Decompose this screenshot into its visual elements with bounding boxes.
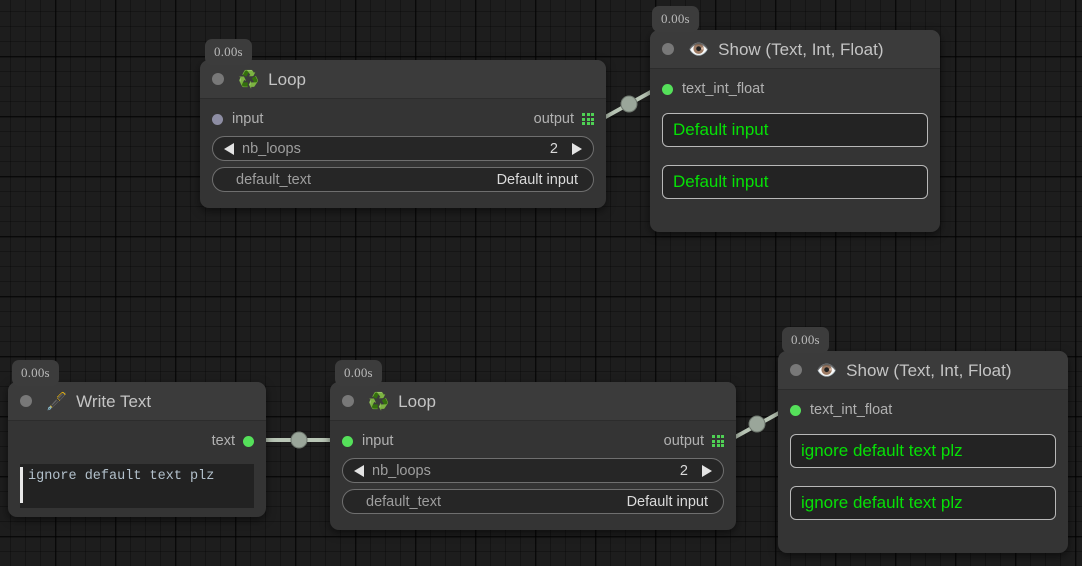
- node-title: Show (Text, Int, Float): [846, 360, 1012, 380]
- text-input-area[interactable]: ignore default text plz: [20, 464, 254, 508]
- eye-icon: 👁️: [816, 360, 838, 380]
- output-value-box: Default input: [662, 113, 928, 147]
- port-row: text_int_float: [662, 78, 928, 100]
- field-label: default_text: [236, 171, 311, 188]
- port-row: input output: [342, 430, 724, 452]
- field-label: nb_loops: [242, 140, 301, 157]
- node-header[interactable]: 🖋️ Write Text: [8, 382, 266, 421]
- node-header[interactable]: ♻️ Loop: [330, 382, 736, 421]
- field-value[interactable]: 2: [679, 462, 688, 479]
- stepper-decrement-icon[interactable]: [354, 464, 364, 477]
- field-value[interactable]: 2: [549, 140, 558, 157]
- input-port-label: input: [362, 433, 394, 449]
- output-port-label: text: [211, 433, 235, 449]
- field-value[interactable]: Default input: [496, 171, 578, 188]
- node-body: input output nb_loops 2 default_text Def…: [200, 99, 606, 205]
- node-write-text[interactable]: 🖋️ Write Text text ignore default text p…: [8, 382, 266, 517]
- output-port-label: output: [663, 433, 704, 449]
- node-body: input output nb_loops 2 default_text Def…: [330, 421, 736, 527]
- input-port-dot[interactable]: [212, 113, 223, 125]
- output-value-text: Default input: [673, 172, 769, 191]
- node-body: text_int_float Default input Default inp…: [650, 69, 940, 212]
- input-port-label: input: [232, 111, 264, 127]
- node-time-badge: 0.00s: [652, 6, 699, 32]
- text-cursor: [20, 467, 23, 503]
- node-time-badge: 0.00s: [205, 39, 252, 65]
- field-label: default_text: [366, 493, 441, 510]
- node-time-badge: 0.00s: [782, 327, 829, 353]
- collapse-toggle-dot[interactable]: [662, 43, 674, 55]
- node-header[interactable]: ♻️ Loop: [200, 60, 606, 99]
- collapse-toggle-dot[interactable]: [790, 364, 802, 376]
- output-value-text: ignore default text plz: [801, 493, 963, 512]
- node-time-badge: 0.00s: [12, 360, 59, 386]
- node-loop-bottom[interactable]: ♻️ Loop input output nb_loops 2 default_…: [330, 382, 736, 530]
- output-value-text: ignore default text plz: [801, 441, 963, 460]
- input-port-dot[interactable]: [342, 435, 353, 447]
- node-show-bottom[interactable]: 👁️ Show (Text, Int, Float) text_int_floa…: [778, 351, 1068, 553]
- list-grid-icon[interactable]: [712, 435, 724, 447]
- port-row: text: [20, 430, 254, 452]
- node-show-top[interactable]: 👁️ Show (Text, Int, Float) text_int_floa…: [650, 30, 940, 232]
- field-value[interactable]: Default input: [626, 493, 708, 510]
- field-default-text[interactable]: default_text Default input: [212, 167, 594, 192]
- node-body: text ignore default text plz: [8, 421, 266, 518]
- node-header[interactable]: 👁️ Show (Text, Int, Float): [650, 30, 940, 69]
- input-port-dot[interactable]: [662, 83, 673, 95]
- input-port-dot[interactable]: [790, 404, 801, 416]
- collapse-toggle-dot[interactable]: [342, 395, 354, 407]
- field-nb-loops-stepper[interactable]: nb_loops 2: [212, 136, 594, 161]
- output-port-label: output: [533, 111, 574, 127]
- field-default-text[interactable]: default_text Default input: [342, 489, 724, 514]
- node-title: Loop: [398, 391, 436, 411]
- node-loop-top[interactable]: ♻️ Loop input output nb_loops 2 default_…: [200, 60, 606, 208]
- collapse-toggle-dot[interactable]: [212, 73, 224, 85]
- node-header[interactable]: 👁️ Show (Text, Int, Float): [778, 351, 1068, 390]
- output-port-dot[interactable]: [243, 435, 254, 447]
- collapse-toggle-dot[interactable]: [20, 395, 32, 407]
- stepper-increment-icon[interactable]: [702, 464, 712, 477]
- node-body: text_int_float ignore default text plz i…: [778, 390, 1068, 533]
- node-title: Loop: [268, 69, 306, 89]
- output-value-text: Default input: [673, 120, 769, 139]
- node-time-badge: 0.00s: [335, 360, 382, 386]
- node-title: Write Text: [76, 391, 152, 411]
- recycle-icon: ♻️: [368, 391, 390, 411]
- port-row: text_int_float: [790, 399, 1056, 421]
- stepper-decrement-icon[interactable]: [224, 142, 234, 155]
- eye-icon: 👁️: [688, 39, 710, 59]
- fountain-pen-icon: 🖋️: [46, 391, 68, 411]
- input-port-label: text_int_float: [682, 81, 765, 97]
- output-value-box: ignore default text plz: [790, 434, 1056, 468]
- field-nb-loops-stepper[interactable]: nb_loops 2: [342, 458, 724, 483]
- input-port-label: text_int_float: [810, 402, 893, 418]
- port-row: input output: [212, 108, 594, 130]
- output-value-box: ignore default text plz: [790, 486, 1056, 520]
- node-title: Show (Text, Int, Float): [718, 39, 884, 59]
- stepper-increment-icon[interactable]: [572, 142, 582, 155]
- field-label: nb_loops: [372, 462, 431, 479]
- recycle-icon: ♻️: [238, 69, 260, 89]
- list-grid-icon[interactable]: [582, 113, 594, 125]
- text-input-value[interactable]: ignore default text plz: [28, 469, 215, 484]
- output-value-box: Default input: [662, 165, 928, 199]
